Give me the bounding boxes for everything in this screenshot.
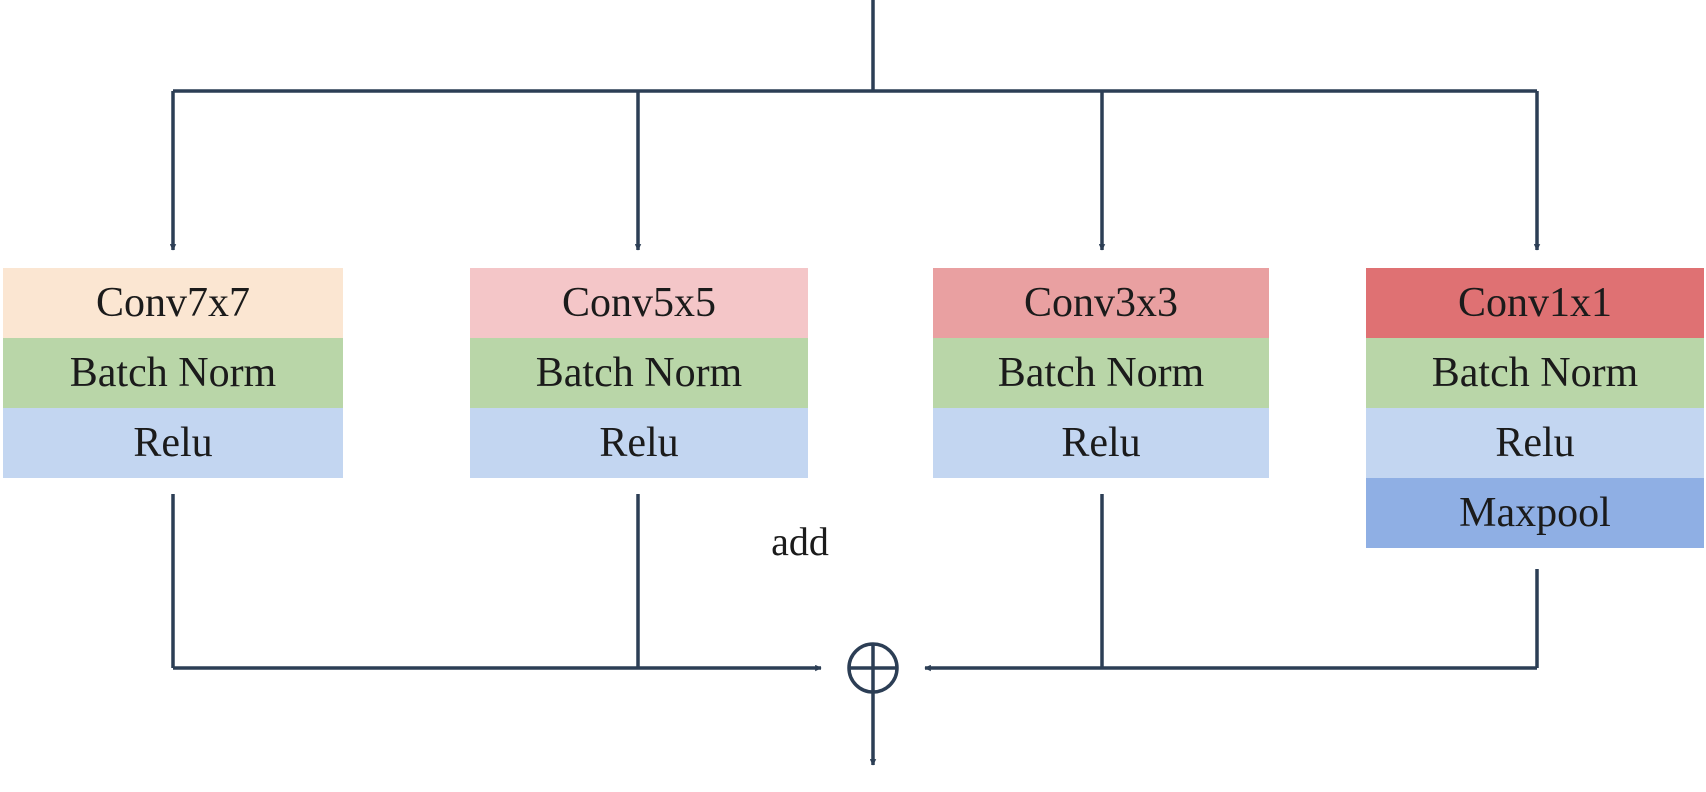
conv7x7-layer: Conv7x7: [3, 268, 343, 338]
branch-conv7x7: Conv7x7 Batch Norm Relu: [3, 268, 343, 478]
conv1x1-layer: Conv1x1: [1366, 268, 1704, 338]
batch-norm-layer: Batch Norm: [3, 338, 343, 408]
add-label: add: [771, 519, 829, 564]
relu-layer: Relu: [1366, 408, 1704, 478]
branch-conv5x5: Conv5x5 Batch Norm Relu: [470, 268, 808, 478]
relu-layer: Relu: [470, 408, 808, 478]
batch-norm-layer: Batch Norm: [1366, 338, 1704, 408]
batch-norm-layer: Batch Norm: [470, 338, 808, 408]
batch-norm-layer: Batch Norm: [933, 338, 1269, 408]
branch-conv3x3: Conv3x3 Batch Norm Relu: [933, 268, 1269, 478]
maxpool-layer: Maxpool: [1366, 478, 1704, 548]
conv5x5-layer: Conv5x5: [470, 268, 808, 338]
relu-layer: Relu: [3, 408, 343, 478]
relu-layer: Relu: [933, 408, 1269, 478]
conv3x3-layer: Conv3x3: [933, 268, 1269, 338]
branch-conv1x1: Conv1x1 Batch Norm Relu Maxpool: [1366, 268, 1704, 548]
